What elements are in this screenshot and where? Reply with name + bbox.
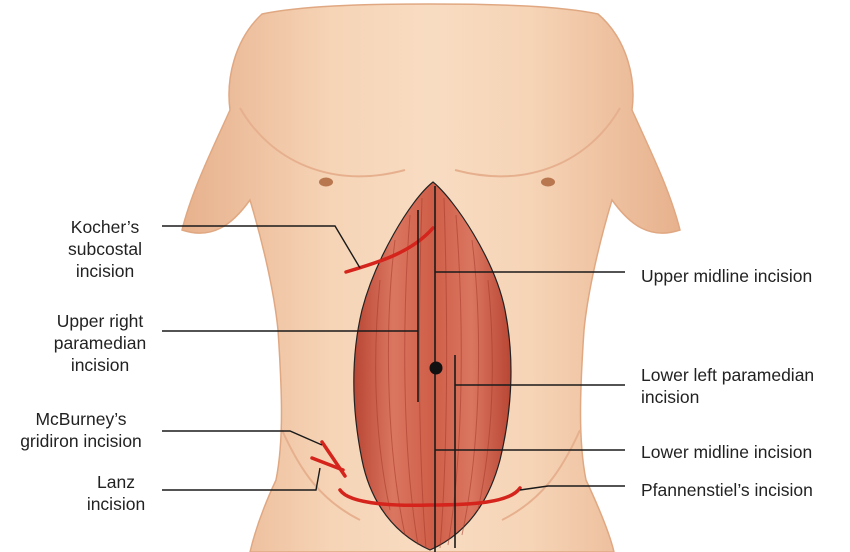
label-mcburney: McBurney’s gridiron incision xyxy=(2,408,160,452)
label-pfannenstiel-line1: Pfannenstiel’s incision xyxy=(641,479,813,501)
label-lower-left-paramedian: Lower left paramedian incision xyxy=(641,364,814,408)
label-urp-line3: incision xyxy=(36,354,164,376)
label-pfannenstiel: Pfannenstiel’s incision xyxy=(641,479,813,501)
label-lower-midline: Lower midline incision xyxy=(641,441,812,463)
label-upper-right-paramedian: Upper right paramedian incision xyxy=(36,310,164,376)
nipple-right xyxy=(319,178,333,187)
umbilicus xyxy=(430,362,443,375)
label-llp-line2: incision xyxy=(641,386,814,408)
label-kocher-line3: incision xyxy=(52,260,158,282)
label-kocher: Kocher’s subcostal incision xyxy=(52,216,158,282)
label-upper-midline: Upper midline incision xyxy=(641,265,812,287)
label-urp-line1: Upper right xyxy=(36,310,164,332)
label-lanz-line1: Lanz xyxy=(74,471,158,493)
label-lower-midline-line1: Lower midline incision xyxy=(641,441,812,463)
label-lanz-line2: incision xyxy=(74,493,158,515)
label-mcburney-line2: gridiron incision xyxy=(2,430,160,452)
label-urp-line2: paramedian xyxy=(36,332,164,354)
nipple-left xyxy=(541,178,555,187)
label-kocher-line1: Kocher’s xyxy=(52,216,158,238)
label-kocher-line2: subcostal xyxy=(52,238,158,260)
label-lanz: Lanz incision xyxy=(74,471,158,515)
label-mcburney-line1: McBurney’s xyxy=(2,408,160,430)
label-llp-line1: Lower left paramedian xyxy=(641,364,814,386)
label-upper-midline-line1: Upper midline incision xyxy=(641,265,812,287)
